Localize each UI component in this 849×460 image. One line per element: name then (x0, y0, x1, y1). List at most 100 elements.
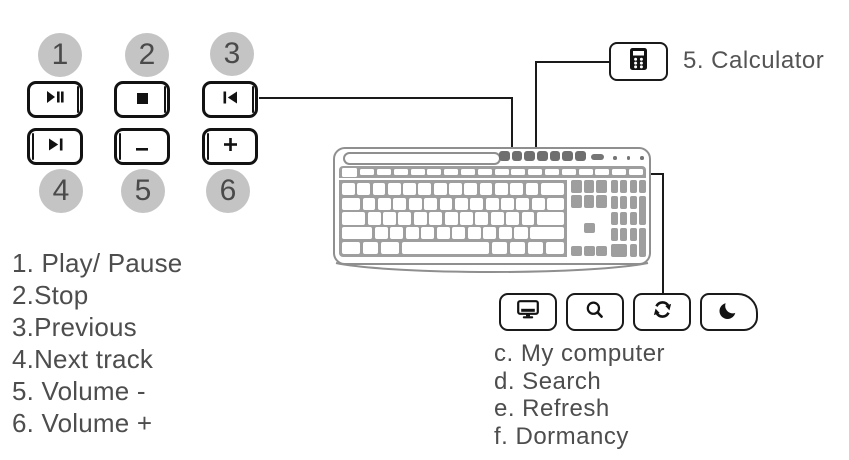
keyboard-key (530, 227, 564, 240)
calculator-icon (630, 48, 647, 75)
stop-icon (136, 91, 148, 109)
keyboard-key (501, 197, 514, 210)
keyboard-key (421, 227, 435, 240)
keyboard-key (571, 195, 582, 208)
keyboard-key (342, 241, 361, 255)
stop-keycap (114, 81, 170, 118)
keyboard-key (433, 183, 447, 196)
calculator-callout-button (609, 42, 668, 81)
numpad-key (611, 211, 618, 226)
numpad-key (620, 180, 628, 194)
legend-item-my-computer: c. My computer (494, 340, 666, 367)
keyboard-key (436, 227, 450, 240)
keyboard-key (342, 183, 355, 196)
circle-3-number: 3 (223, 37, 241, 70)
keyboard-function-key (444, 169, 459, 175)
keyboard-key (525, 183, 539, 196)
numpad-key (620, 195, 628, 210)
keyboard-key (483, 227, 497, 240)
callout-line-shortcuts-v (662, 173, 664, 293)
keyboard-media-button (511, 151, 523, 161)
keyboard-key (479, 183, 493, 196)
volume-plus-icon (223, 137, 237, 156)
keyboard-key-row (342, 227, 564, 240)
keyboard-key (490, 212, 504, 225)
search-icon (585, 300, 605, 325)
keyboard-key (342, 227, 373, 240)
calculator-callout-label: 5. Calculator (683, 47, 825, 74)
keyboard-key (439, 197, 453, 210)
circle-label-6: 6 (206, 169, 250, 213)
keyboard-key (494, 183, 508, 196)
circle-label-1: 1 (38, 33, 82, 77)
my-computer-icon (517, 300, 539, 324)
keyboard-key (521, 212, 535, 225)
keyboard-key (571, 180, 582, 193)
keyboard-arrow-row (571, 246, 607, 256)
keyboard-function-key (511, 169, 526, 175)
keyboard-arrow-key (571, 246, 582, 256)
indicator-dot (640, 156, 644, 160)
volume-plus-keycap (202, 128, 258, 165)
keyboard-media-button (575, 151, 586, 161)
keyboard-key (583, 195, 595, 208)
circle-label-5: 5 (121, 169, 165, 213)
keyboard-illustration (333, 147, 651, 265)
callout-line-previous-h (259, 97, 513, 99)
circle-1-number: 1 (51, 38, 69, 71)
callout-line-calculator-h (535, 61, 609, 63)
keyboard-key (583, 180, 595, 193)
keyboard-key (506, 212, 520, 225)
keyboard-key-area (339, 180, 646, 257)
numpad-key (611, 243, 628, 257)
indicator-dot (613, 156, 617, 160)
keyboard-key (398, 212, 412, 225)
keyboard-function-key (612, 169, 627, 175)
keyboard-function-key (595, 169, 610, 175)
dormancy-moon-icon (718, 297, 741, 326)
legend-item-play-pause: 1. Play/ Pause (12, 248, 183, 278)
keyboard-key (491, 241, 508, 255)
volume-minus-keycap (114, 128, 170, 165)
keyboard-function-key (377, 169, 391, 175)
keyboard-numpad (611, 180, 646, 257)
keyboard-media-button (537, 151, 548, 161)
keyboard-key-row (342, 212, 565, 225)
keyboard-key-row (342, 241, 564, 255)
keyboard-key (405, 227, 419, 240)
numpad-key (629, 243, 637, 257)
keyboard-nav-top (571, 180, 607, 208)
keyboard-function-key (528, 169, 543, 175)
previous-track-icon (223, 91, 238, 109)
keyboard-arrow-key (596, 246, 607, 256)
keyboard-function-key (544, 169, 559, 175)
keyboard-key (516, 197, 530, 210)
circle-6-number: 6 (219, 174, 237, 207)
legend-item-dormancy: f. Dormancy (494, 422, 629, 450)
keyboard-tablet-tray (343, 152, 501, 165)
keyboard-key (475, 212, 489, 225)
keyboard-function-key (477, 169, 492, 175)
numpad-key (629, 211, 637, 226)
keyboard-key (498, 227, 512, 240)
keyboard-deck (339, 166, 646, 257)
keyboard-key (454, 197, 468, 210)
keyboard-function-key (410, 169, 425, 175)
keyboard-key-row (342, 197, 564, 210)
keyboard-key (342, 212, 366, 225)
keyboard-key (424, 197, 437, 210)
keyboard-arrow-up-key (583, 223, 595, 233)
play-pause-icon (46, 90, 65, 109)
keyboard-key (403, 183, 416, 196)
legend-item-refresh: e. Refresh (494, 395, 610, 422)
callout-line-calculator-v (535, 61, 537, 173)
keyboard-key (460, 212, 473, 225)
play-pause-keycap (27, 81, 83, 118)
circle-label-3: 3 (210, 32, 254, 76)
keyboard-key-row (342, 183, 564, 196)
keyboard-key (377, 197, 391, 210)
keyboard-key (547, 197, 564, 210)
next-track-icon (48, 138, 63, 156)
circle-label-4: 4 (39, 169, 83, 213)
